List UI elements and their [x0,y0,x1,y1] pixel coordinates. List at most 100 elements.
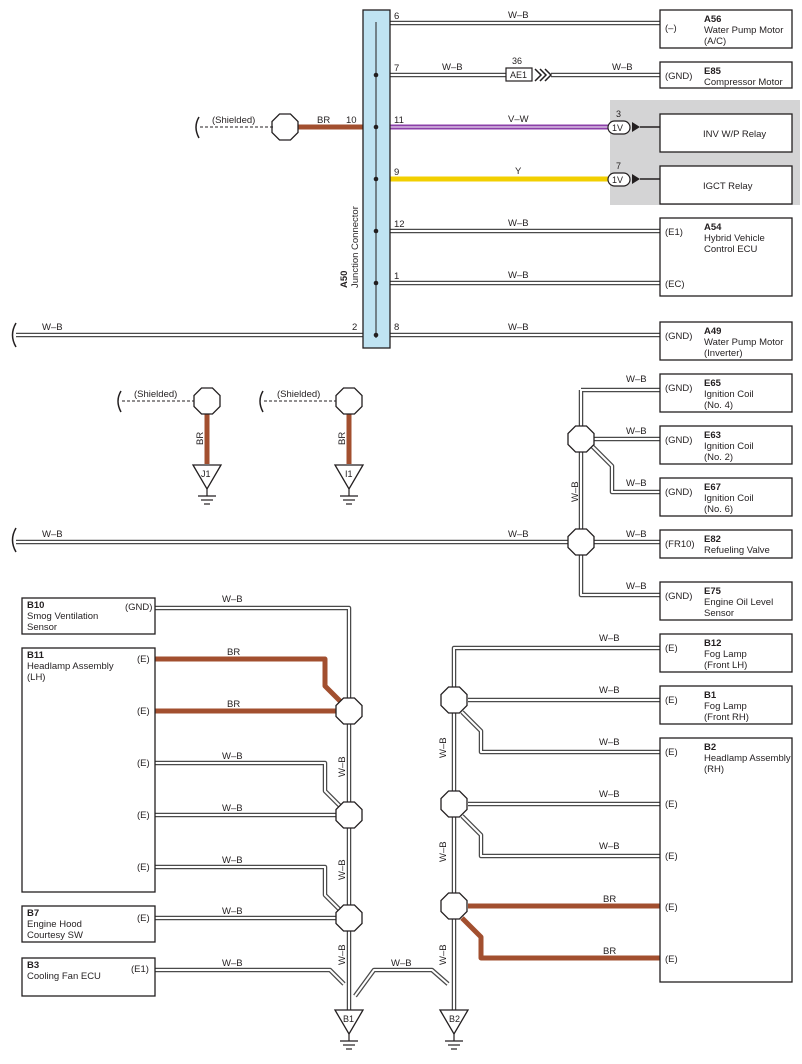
relay2-pin: 7 [616,161,621,171]
wl-1: W–B [508,270,529,281]
splice-b1 [440,686,468,714]
pin-6: 6 [394,11,399,22]
box-inv [659,113,793,153]
a49-code: A49 [704,326,721,337]
ae1-label: AE1 [510,70,527,80]
colored-wires [155,124,660,961]
shielded-label-i1: (Shielded) [277,389,320,400]
junction-name: Junction Connector [350,206,361,288]
wb-b2-3 [460,814,660,859]
wl-e63: W–B [626,426,647,437]
wl-b11-2: BR [227,699,240,710]
a49-l2: (Inverter) [704,348,743,359]
wb-b10 [155,605,352,1010]
br-wire-b11-1 [155,656,345,706]
ground-b1 [333,1009,365,1050]
wl-e82b: W–B [508,529,529,540]
box-a49 [659,321,793,361]
b7-l1: Engine Hood [27,919,82,930]
splice-e63 [567,425,595,453]
splices [193,113,595,932]
wb-bridge [353,967,450,998]
b12-l1: Fog Lamp [704,649,747,660]
e75-l1: Engine Oil Level [704,597,773,608]
a56-l1: Water Pump Motor [704,25,783,36]
box-e63 [659,425,793,465]
wb-b2-1-core [461,711,660,753]
wl-vert-r3: W–B [438,944,449,965]
wl-b2-2: W–B [599,789,620,800]
shielded-label-top: (Shielded) [212,115,255,126]
a56-code: A56 [704,14,721,25]
b1-term: (E) [665,695,678,706]
ground-b2 [438,1009,470,1050]
wl-br-i1: BR [337,432,348,445]
wl-vert-l3: W–B [337,944,348,965]
wb-e-bus-core [580,389,660,596]
box-b7 [21,905,156,943]
b11-term2: (E) [137,706,150,717]
pin-8: 8 [394,322,399,333]
e65-l2: (No. 4) [704,400,733,411]
wl-br-j1: BR [195,432,206,445]
igct-l1: IGCT Relay [703,181,753,192]
wl-b11-4: W–B [222,803,243,814]
gnd-j1: J1 [201,469,211,479]
b7-l2: Courtesy SW [27,930,83,941]
b2-term3: (E) [665,851,678,862]
b11-term5: (E) [137,862,150,873]
wl-b11-3: W–B [222,751,243,762]
box-a54 [659,217,793,297]
relay1-pin: 3 [616,109,621,119]
e85-term: (GND) [665,71,692,82]
junction-connector: A50 Junction Connector [339,9,391,349]
wb-b3-core [155,969,345,985]
wl-12: W–B [508,218,529,229]
box-e75 [659,581,793,621]
wl-vert-r1: W–B [438,737,449,758]
a49-term: (GND) [665,331,692,342]
b3-code: B3 [27,960,39,971]
splice-b11-wb [335,801,363,829]
wl-b2-1: W–B [599,737,620,748]
wl-y: Y [515,166,522,177]
b3-term: (E1) [131,964,149,975]
b11-term4: (E) [137,810,150,821]
box-e65 [659,373,793,413]
b12-code: B12 [704,638,721,649]
wl-vert-r2: W–B [438,841,449,862]
wl-e65: W–B [626,374,647,385]
wl-8: W–B [508,322,529,333]
box-b10 [21,597,156,635]
e65-code: E65 [704,378,722,389]
e67-term: (GND) [665,487,692,498]
e65-l1: Ignition Coil [704,389,754,400]
wl-b2-3: W–B [599,841,620,852]
wb-b10-core [155,607,350,1010]
wb-b3 [155,967,346,986]
b1-code: B1 [704,690,717,701]
b3-l1: Cooling Fan ECU [27,971,101,982]
wl-b11-1: BR [227,647,240,658]
splice-b11-br [335,697,363,725]
wl-b11-5: W–B [222,855,243,866]
pin-11: 11 [394,115,404,126]
b10-code: B10 [27,600,44,611]
wl-e75: W–B [626,581,647,592]
e63-l2: (No. 2) [704,452,733,463]
e75-code: E75 [704,586,722,597]
box-b11 [21,647,156,893]
e82-l1: Refueling Valve [704,545,770,556]
wl-2: W–B [42,322,63,333]
b2-term1: (E) [665,747,678,758]
gnd-i1: I1 [345,469,353,479]
shield-markers [11,116,336,553]
e85-l1: Compressor Motor [704,77,783,88]
b10-l2: Sensor [27,622,57,633]
junction-code: A50 [339,271,350,288]
pin-2: 2 [352,322,357,333]
wb-b11-3-core [155,762,341,807]
wl-vw: V–W [508,114,529,125]
pin-10: 10 [346,115,357,126]
pin-9: 9 [394,167,399,178]
